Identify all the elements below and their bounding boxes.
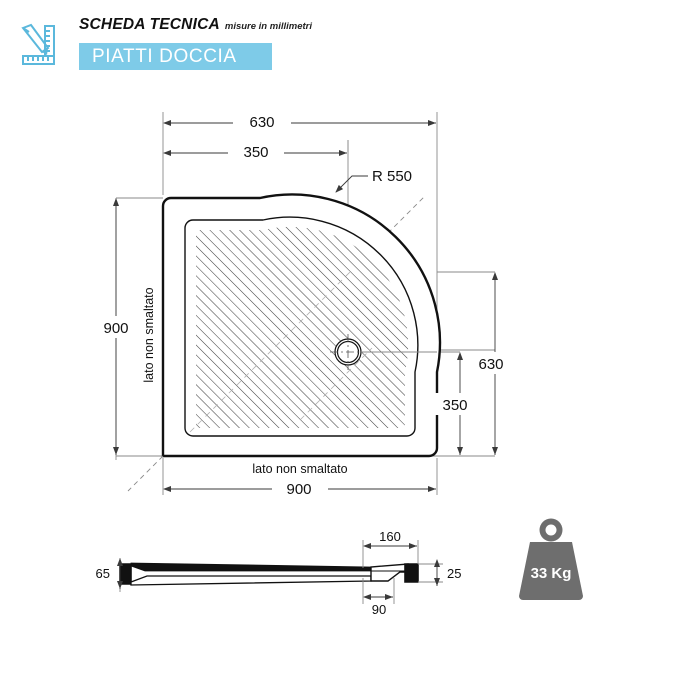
dimension-section-160: 160 bbox=[363, 529, 417, 549]
dimension-section-25: 25 bbox=[434, 559, 461, 586]
pencil-ruler-icon bbox=[21, 23, 55, 65]
dimension-left-label: 900 bbox=[103, 320, 128, 337]
drain-hole-icon bbox=[330, 334, 366, 370]
dimension-section-height-label: 65 bbox=[96, 566, 110, 581]
dimension-section-90: 90 bbox=[363, 594, 393, 617]
label-left-side: lato non smaltato bbox=[142, 287, 156, 382]
dimension-right-outer-label: 630 bbox=[478, 356, 503, 373]
page-title: SCHEDA TECNICA bbox=[79, 16, 220, 33]
page-subtitle-units: misure in millimetri bbox=[224, 21, 312, 32]
dimension-top-630: 630 bbox=[163, 111, 436, 131]
plan-view: 630 350 R 550 bbox=[92, 111, 516, 499]
header-title-line: SCHEDA TECNICA misure in millimetri bbox=[79, 16, 312, 34]
dimension-bottom-900: 900 bbox=[163, 477, 436, 499]
dimension-section-65: 65 bbox=[96, 558, 123, 589]
dimension-top-350: 350 bbox=[163, 141, 347, 161]
section-right-foot bbox=[404, 563, 419, 583]
weight-icon bbox=[519, 542, 583, 600]
page-header: SCHEDA TECNICA misure in millimetri PIATT… bbox=[0, 0, 700, 80]
section-view: 65 160 25 90 bbox=[96, 529, 462, 617]
dimension-section-edge-height-label: 25 bbox=[447, 566, 461, 581]
slope-construction-lines bbox=[189, 271, 373, 433]
dimension-right-630: 630 bbox=[466, 272, 516, 455]
dimension-bottom-label: 900 bbox=[286, 481, 311, 498]
dimension-left-900: 900 bbox=[92, 198, 140, 455]
dimension-top-outer-label: 630 bbox=[249, 114, 274, 131]
weight-value-label: 33 Kg bbox=[531, 565, 572, 582]
dimension-top-inner-label: 350 bbox=[243, 144, 268, 161]
dimension-right-inner-label: 350 bbox=[442, 397, 467, 414]
section-bottom-profile bbox=[130, 575, 372, 586]
product-category-banner: PIATTI DOCCIA bbox=[79, 43, 272, 70]
dimension-right-350: 350 bbox=[430, 352, 480, 455]
dimension-section-foot-label: 90 bbox=[372, 602, 386, 617]
weight-badge: 33 Kg bbox=[519, 518, 583, 600]
section-left-foot bbox=[119, 563, 132, 585]
section-right-transition bbox=[370, 563, 409, 582]
dimension-section-edge-width-label: 160 bbox=[379, 529, 401, 544]
technical-drawing-area: 630 350 R 550 bbox=[0, 80, 700, 700]
label-bottom-side: lato non smaltato bbox=[252, 462, 347, 476]
tray-hatched-surface bbox=[196, 226, 409, 428]
radius-label: R 550 bbox=[372, 168, 412, 185]
corner-leader-line bbox=[127, 455, 164, 492]
product-category-label: PIATTI DOCCIA bbox=[92, 45, 237, 67]
section-top-skin bbox=[130, 562, 372, 572]
